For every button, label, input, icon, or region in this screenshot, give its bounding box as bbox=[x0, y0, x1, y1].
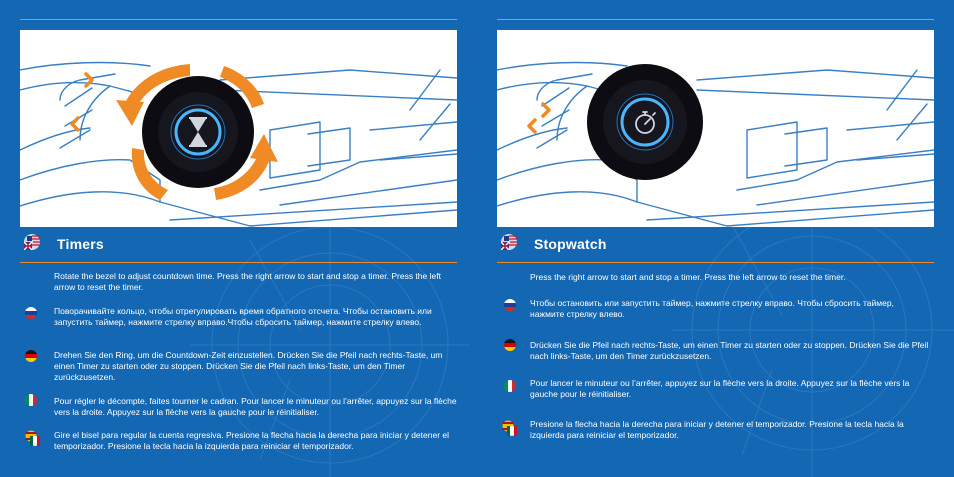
paragraph-fr: Pour régler le décompte, faites tourner … bbox=[54, 396, 457, 417]
paragraph-es: Presione la flecha hacia la derecha para… bbox=[530, 419, 904, 440]
paragraph-fr: Pour lancer le minuteur ou l’arrêter, ap… bbox=[530, 378, 910, 399]
spain-mexico-flag-icon bbox=[502, 420, 518, 436]
russia-flag-icon bbox=[25, 307, 37, 319]
page-title: Stopwatch bbox=[534, 236, 607, 252]
uk-us-flag-icon bbox=[24, 234, 40, 250]
stopwatch-icon bbox=[635, 111, 656, 134]
stopwatch-page: Stopwatch Press the right arrow to start… bbox=[477, 0, 954, 477]
left-arrow-icon bbox=[70, 116, 80, 132]
page-title: Timers bbox=[57, 236, 104, 252]
italy-flag-icon bbox=[504, 380, 516, 392]
paragraph-en: Press the right arrow to start and stop … bbox=[530, 272, 846, 282]
timers-heading: Timers bbox=[24, 234, 457, 260]
paragraph-ru: Поворачивайте кольцо, чтобы отрегулирова… bbox=[54, 306, 432, 327]
timers-illustration bbox=[20, 30, 457, 227]
right-arrow-icon bbox=[541, 102, 551, 118]
stopwatch-heading: Stopwatch bbox=[501, 234, 934, 260]
paragraph-ru: Чтобы остановить или запустить таймер, н… bbox=[530, 298, 894, 319]
top-rule bbox=[497, 19, 934, 20]
hourglass-icon bbox=[189, 117, 207, 147]
paragraph-en: Rotate the bezel to adjust countdown tim… bbox=[54, 271, 441, 292]
heading-rule bbox=[497, 262, 934, 263]
paragraph-de: Drehen Sie den Ring, um die Countdown-Ze… bbox=[54, 350, 443, 382]
paragraph-de: Drücken Sie die Pfeil nach rechts-Taste,… bbox=[530, 340, 929, 361]
germany-flag-icon bbox=[25, 350, 37, 362]
timers-page: Timers Rotate the bezel to adjust countd… bbox=[20, 19, 470, 477]
paragraph-es: Gire el bisel para regular la cuenta reg… bbox=[54, 430, 449, 451]
left-arrow-icon bbox=[527, 118, 537, 134]
stopwatch-illustration bbox=[497, 30, 934, 227]
italy-flag-icon bbox=[25, 394, 37, 406]
spain-mexico-flag-icon bbox=[25, 430, 41, 446]
rotate-arrows bbox=[116, 64, 278, 200]
russia-flag-icon bbox=[504, 299, 516, 311]
heading-rule bbox=[20, 262, 457, 263]
germany-flag-icon bbox=[504, 339, 516, 351]
top-rule bbox=[20, 19, 457, 20]
right-arrow-icon bbox=[84, 72, 94, 88]
uk-us-flag-icon bbox=[501, 234, 517, 250]
